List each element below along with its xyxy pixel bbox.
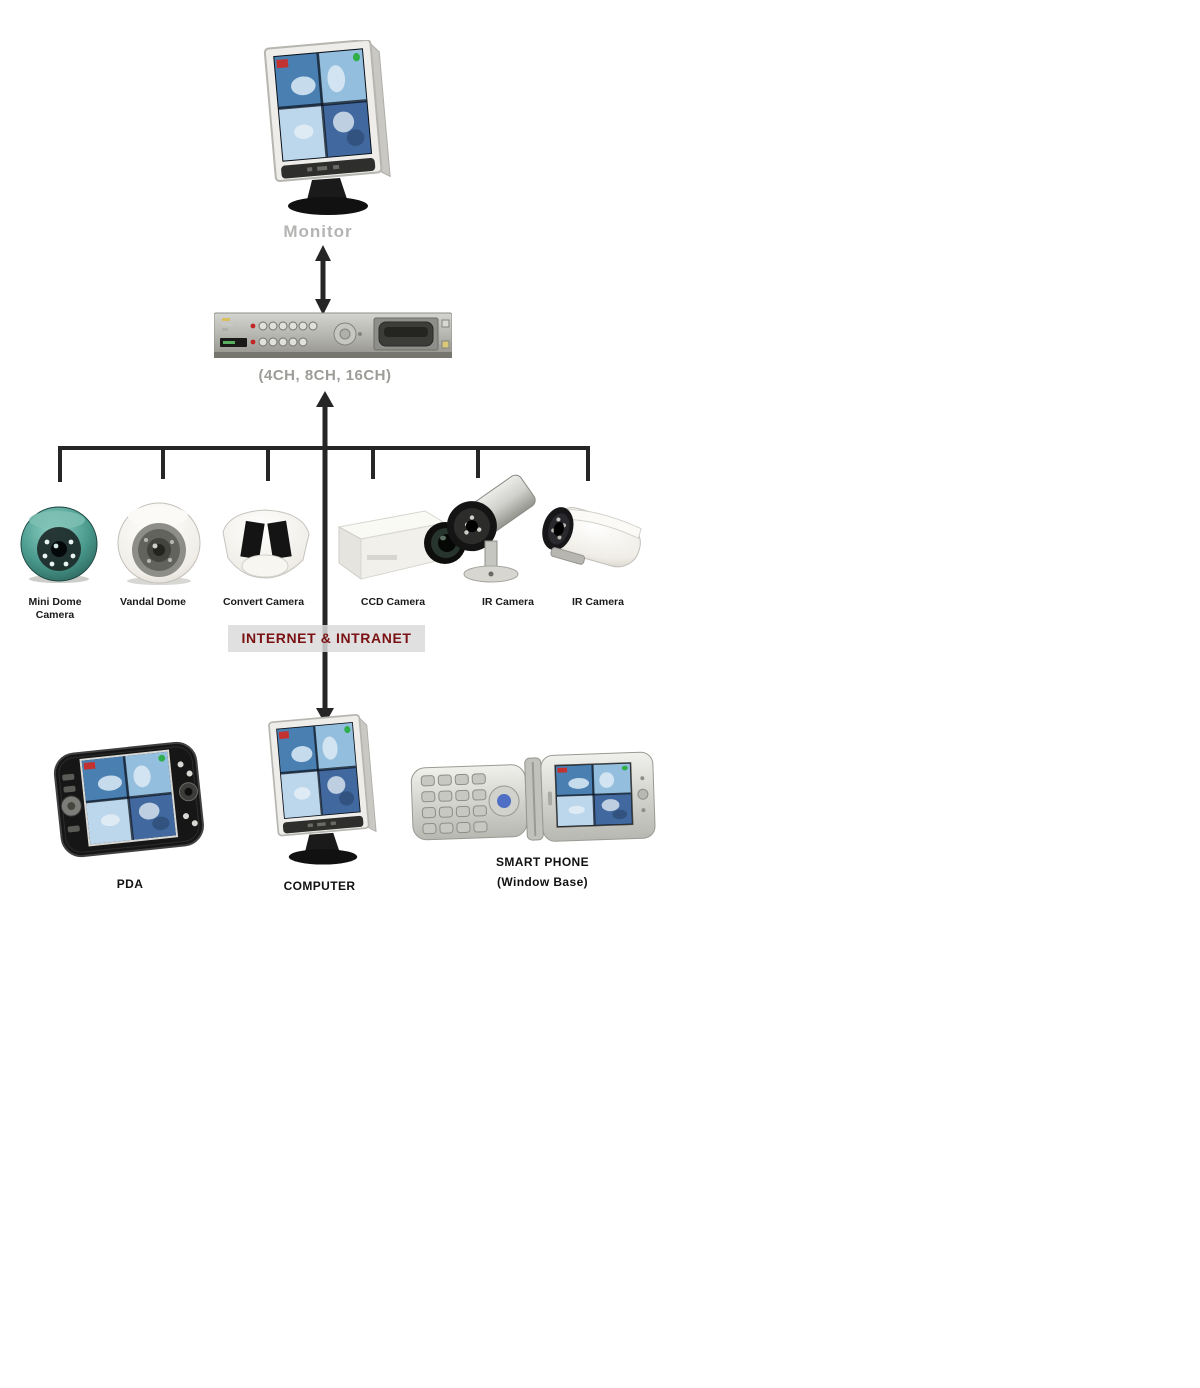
cameras-dvr-arrow — [316, 391, 334, 450]
ir-camera-bullet-graphic — [542, 507, 642, 568]
label-line: Camera — [35, 609, 75, 621]
label-line: Mini Dome — [28, 596, 82, 608]
phone-keypad — [420, 773, 488, 835]
vandal-dome-label: Vandal Dome — [103, 596, 203, 609]
computer-label: COMPUTER — [283, 879, 356, 893]
smart-phone-sublabel: (Window Base) — [496, 875, 589, 889]
monitor-device — [252, 40, 397, 225]
dvr-device — [214, 311, 452, 361]
dvr-jog-dial — [333, 322, 362, 346]
internet-intranet-badge: INTERNET & INTRANET — [228, 625, 425, 652]
computer-device — [258, 714, 382, 874]
vandal-dome-camera — [112, 498, 207, 586]
smart-phone-graphic — [410, 751, 656, 842]
label-line: Convert Camera — [222, 596, 305, 608]
ir-camera-stand — [443, 455, 538, 587]
dvr-buttons — [250, 321, 318, 347]
vandal-dome-camera-graphic — [117, 502, 201, 585]
label-line: Vandal Dome — [120, 596, 186, 608]
pda-label: PDA — [116, 877, 144, 891]
label-line: CCD Camera — [360, 596, 426, 608]
pda-graphic — [53, 741, 204, 858]
mini-dome-camera-label: Mini Dome Camera — [5, 596, 105, 622]
convert-camera — [213, 500, 318, 585]
label-line: IR Camera — [482, 596, 534, 608]
dvr-hdd-tray — [373, 317, 439, 351]
computer-graphic — [268, 714, 377, 865]
label-line: IR Camera — [572, 596, 624, 608]
dvr-graphic — [214, 312, 452, 358]
dvr-label: (4CH, 8CH, 16CH) — [258, 367, 392, 384]
smart-phone-label: SMART PHONE — [495, 855, 590, 869]
ir-camera-bullet — [532, 495, 652, 590]
pda-device — [52, 738, 207, 863]
internet-clients-arrow — [316, 448, 334, 724]
monitor-label: Monitor — [283, 222, 353, 241]
ccd-camera-label: CCD Camera — [343, 596, 443, 609]
mini-dome-camera-graphic — [20, 506, 98, 583]
monitor-graphic — [263, 40, 391, 215]
smart-phone-device — [410, 748, 658, 850]
monitor-dvr-arrow — [315, 245, 331, 315]
ir-camera-label-2: IR Camera — [548, 596, 648, 609]
ir-camera-label-1: IR Camera — [458, 596, 558, 609]
convert-camera-label: Convert Camera — [206, 596, 321, 609]
mini-dome-camera — [14, 500, 104, 585]
ir-camera-stand-graphic — [446, 474, 536, 583]
convert-camera-graphic — [222, 509, 310, 579]
